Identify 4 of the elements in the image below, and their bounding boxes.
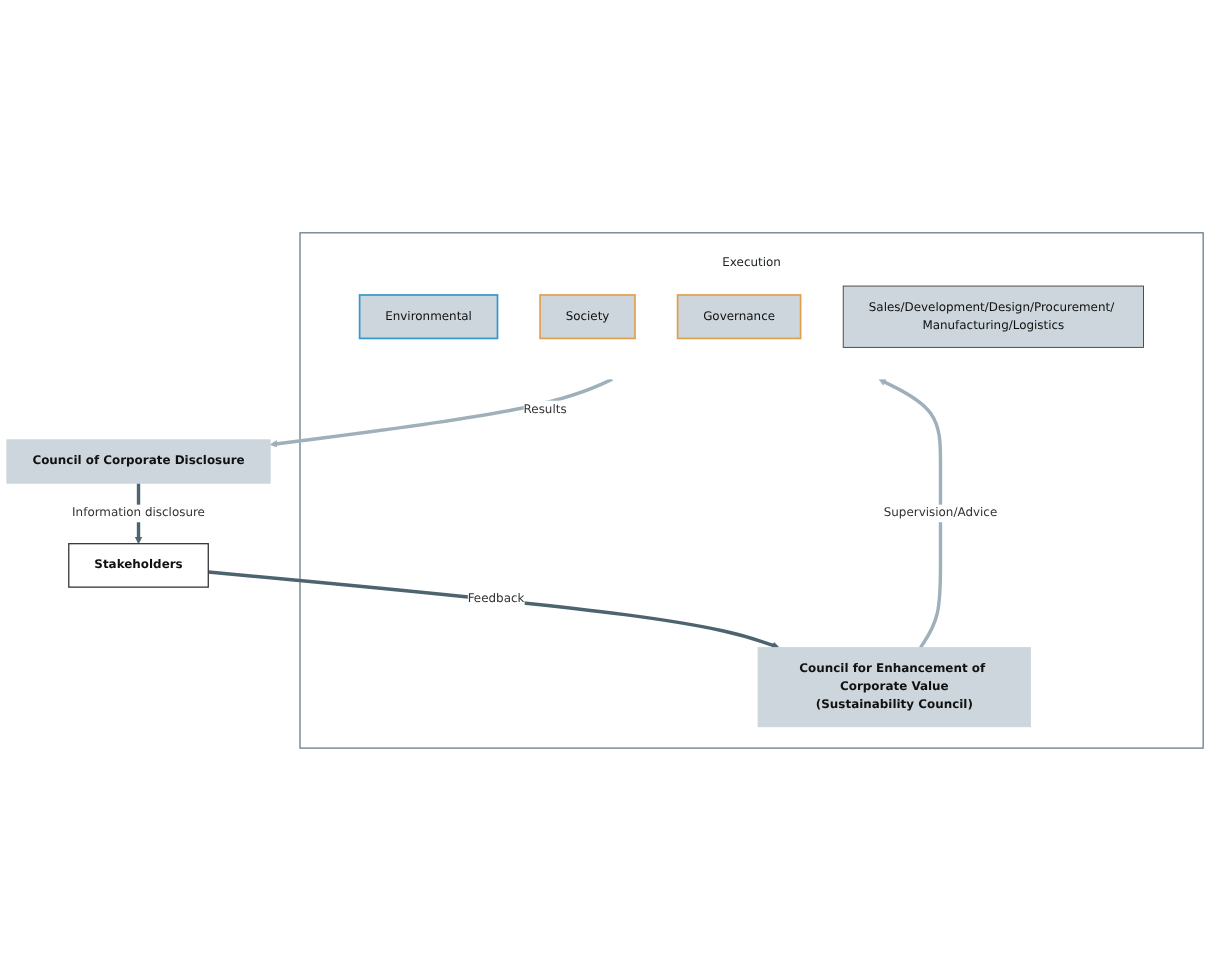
cluster (299, 231, 1204, 749)
arrow (878, 378, 943, 649)
arrow (269, 377, 614, 448)
arrow (208, 569, 780, 649)
